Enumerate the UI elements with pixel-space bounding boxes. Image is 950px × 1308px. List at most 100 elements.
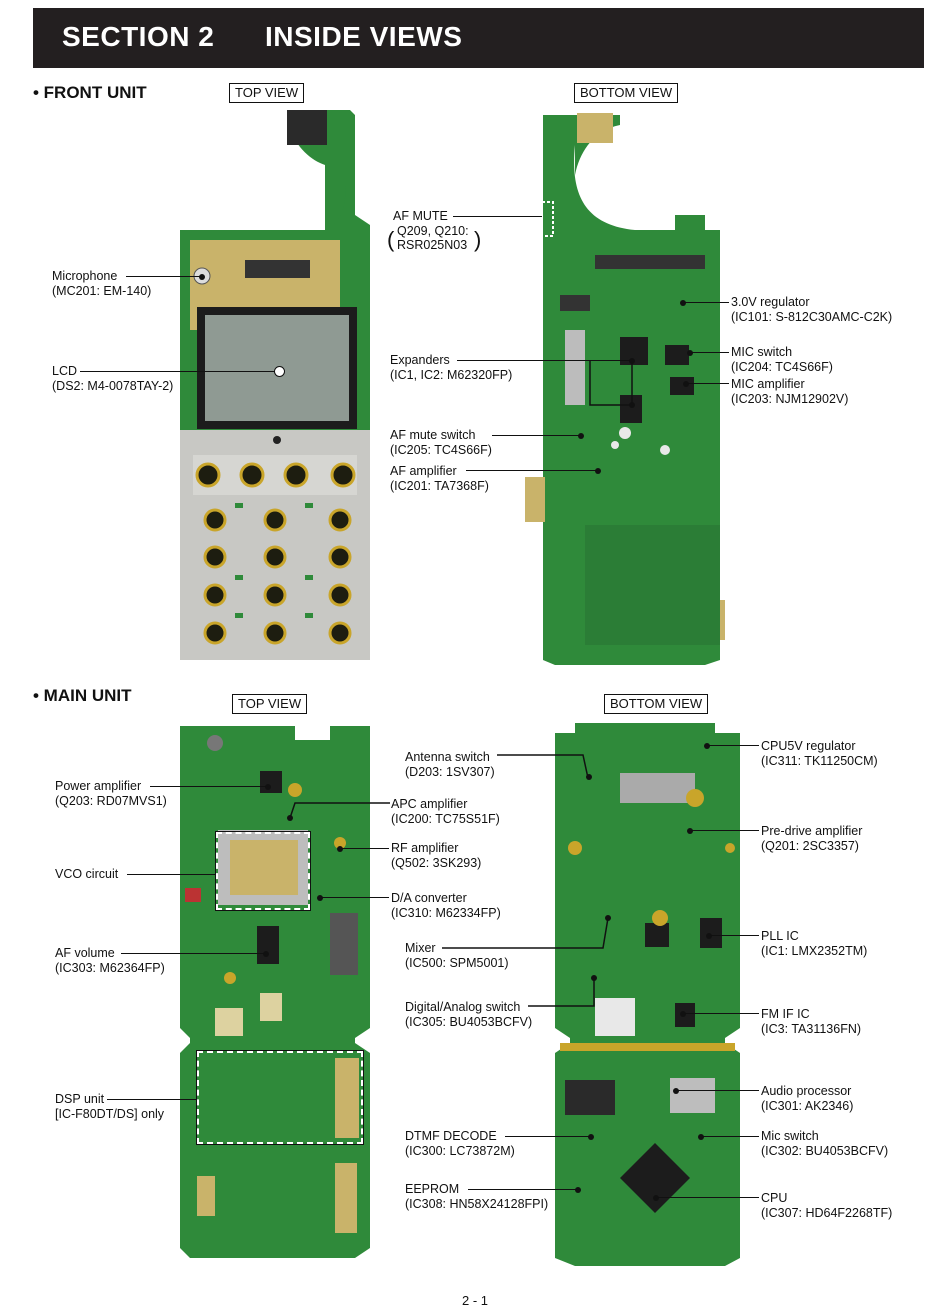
label-cpu: CPU(IC307: HD64F2268TF) [761, 1191, 893, 1220]
label-dtmf-decode: DTMF DECODE(IC300: LC73872M) [405, 1129, 515, 1158]
pointer-dot [287, 815, 293, 821]
label-mic-switch-main: Mic switch(IC302: BU4053BCFV) [761, 1129, 889, 1158]
leader-dtmf-decode [505, 1136, 591, 1137]
label-eeprom: EEPROM(IC308: HN58X24128FPI) [405, 1182, 549, 1211]
label-cpu5v-regulator: CPU5V regulator(IC311: TK11250CM) [761, 739, 878, 768]
front-unit-top-board [180, 110, 370, 660]
label-da-converter: D/A converter(IC310: M62334FP) [391, 891, 501, 920]
pointer-dot [673, 1088, 679, 1094]
section-header: SECTION 2 INSIDE VIEWS [33, 8, 924, 68]
pointer-dot [653, 1195, 659, 1201]
pointer-dot [595, 468, 601, 474]
front-bottom-view-label: BOTTOM VIEW [574, 83, 679, 103]
leader-lcd [80, 371, 278, 372]
pointer-dot [704, 743, 710, 749]
leader-af-volume [121, 953, 266, 954]
section-number: SECTION 2 [62, 21, 215, 52]
leader-pll-ic [709, 935, 759, 936]
pointer-dot [683, 381, 689, 387]
leader-audio-processor [676, 1090, 759, 1091]
label-expanders: Expanders(IC1, IC2: M62320FP) [390, 353, 513, 382]
section-title: INSIDE VIEWS [265, 21, 463, 52]
leader-dsp-unit [107, 1099, 197, 1100]
label-rf-amplifier: RF amplifier(Q502: 3SK293) [391, 841, 482, 870]
leader-microphone [126, 276, 202, 277]
label-af-mute: AF MUTE Q209, Q210: RSR025N03 [393, 209, 469, 252]
pointer-dot [629, 402, 635, 408]
label-mixer: Mixer(IC500: SPM5001) [405, 941, 509, 970]
pointer-dot [575, 1187, 581, 1193]
leader-3v-regulator [683, 302, 729, 303]
pointer-dot [578, 433, 584, 439]
pointer-dot [199, 274, 205, 280]
leader-af-mute [453, 216, 542, 217]
pointer-dot [687, 350, 693, 356]
label-pll-ic: PLL IC(IC1: LMX2352TM) [761, 929, 868, 958]
label-3v-regulator: 3.0V regulator(IC101: S-812C30AMC-C2K) [731, 295, 893, 324]
pointer-dot [586, 774, 592, 780]
label-lcd: LCD(DS2: M4-0078TAY-2) [52, 364, 174, 393]
label-af-mute-switch: AF mute switch(IC205: TC4S66F) [390, 428, 492, 457]
label-af-volume: AF volume(IC303: M62364FP) [55, 946, 165, 975]
label-mic-switch-front: MIC switch(IC204: TC4S66F) [731, 345, 833, 374]
label-dsp-unit: DSP unit[IC-F80DT/DS] only [55, 1092, 165, 1121]
leader-power-amplifier [150, 786, 268, 787]
label-vco-circuit: VCO circuit [55, 867, 119, 881]
pointer-dot [687, 828, 693, 834]
page-number: 2 - 1 [461, 1293, 488, 1308]
paren-left: ( [387, 227, 395, 252]
pointer-dot [591, 975, 597, 981]
label-power-amplifier: Power amplifier(Q203: RD07MVS1) [55, 779, 167, 808]
pointer-dot [698, 1134, 704, 1140]
leader-vco-circuit [127, 874, 216, 875]
vco-circuit-outline [215, 831, 311, 911]
front-unit-title: • FRONT UNIT [33, 83, 147, 102]
label-af-amplifier: AF amplifier(IC201: TA7368F) [390, 464, 489, 493]
main-unit-title: • MAIN UNIT [33, 686, 132, 705]
leader-expanders [457, 360, 632, 361]
label-mic-amplifier: MIC amplifier(IC203: NJM12902V) [731, 377, 849, 406]
pointer-dot [605, 915, 611, 921]
pointer-dot [588, 1134, 594, 1140]
label-microphone: Microphone(MC201: EM-140) [52, 269, 152, 298]
paren-right: ) [474, 227, 482, 252]
pointer-dot [680, 300, 686, 306]
leader-mic-switch-front [690, 352, 729, 353]
leader-antenna-switch [497, 754, 589, 779]
label-fm-if-ic: FM IF IC(IC3: TA31136FN) [761, 1007, 862, 1036]
leader-expanders-branch [589, 361, 633, 406]
label-digital-analog-switch: Digital/Analog switch(IC305: BU4053BCFV) [405, 1000, 533, 1029]
leader-af-amplifier [466, 470, 598, 471]
main-top-view-label: TOP VIEW [232, 694, 308, 714]
main-unit-bottom-board [555, 723, 740, 1266]
leader-cpu [656, 1197, 759, 1198]
leader-mic-switch-main [701, 1136, 759, 1137]
pointer-dot [263, 951, 269, 957]
leader-eeprom [468, 1189, 578, 1190]
leader-digital-analog-switch [528, 978, 595, 1007]
label-audio-processor: Audio processor(IC301: AK2346) [761, 1084, 854, 1113]
leader-rf-amplifier [340, 848, 389, 849]
pointer-dot [629, 358, 635, 364]
leader-fm-if-ic [683, 1013, 759, 1014]
leader-mixer [442, 917, 609, 949]
leader-af-mute-switch [492, 435, 580, 436]
pointer-ring [274, 366, 285, 377]
main-unit-top-board [180, 726, 370, 1258]
pointer-dot [317, 895, 323, 901]
label-pre-drive-amplifier: Pre-drive amplifier(Q201: 2SC3357) [761, 824, 863, 853]
leader-mic-amplifier [686, 383, 729, 384]
pointer-dot [337, 846, 343, 852]
leader-cpu5v-regulator [707, 745, 759, 746]
pointer-dot [706, 933, 712, 939]
front-top-view-label: TOP VIEW [229, 83, 305, 103]
pointer-dot [265, 784, 271, 790]
pointer-dot [680, 1011, 686, 1017]
main-bottom-view-label: BOTTOM VIEW [604, 694, 709, 714]
leader-pre-drive-amplifier [690, 830, 759, 831]
leader-apc-amplifier [289, 802, 390, 819]
leader-da-converter [320, 897, 389, 898]
label-apc-amplifier: APC amplifier(IC200: TC75S51F) [391, 797, 500, 826]
label-antenna-switch: Antenna switch(D203: 1SV307) [405, 750, 495, 779]
dsp-unit-outline [196, 1050, 364, 1145]
